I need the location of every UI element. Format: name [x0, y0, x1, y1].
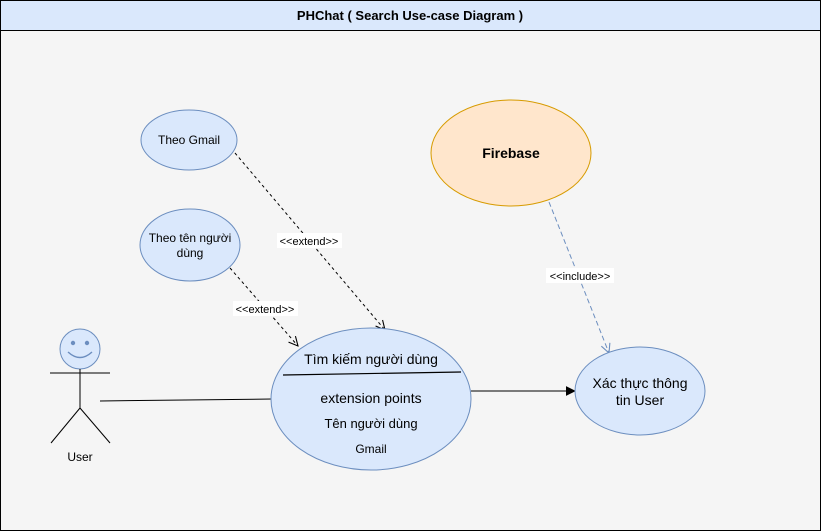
usecase-auth[interactable] — [574, 346, 706, 436]
include-auth-label-bg — [546, 268, 614, 283]
usecase-username-label-line2: dùng — [177, 246, 204, 260]
actor-user[interactable] — [50, 328, 111, 444]
extend-username-connector — [229, 267, 298, 346]
usecase-username-label-line1: Theo tên người — [149, 231, 232, 245]
usecase-search-divider — [282, 371, 462, 376]
actor-user-label: User — [67, 450, 92, 464]
actor-association-line — [99, 398, 273, 402]
usecase-gmail-label: Theo Gmail — [158, 133, 220, 147]
usecase-auth-label-line1: Xác thực thông — [593, 375, 688, 391]
usecase-username[interactable] — [139, 208, 241, 282]
usecase-auth-label-line2: tin User — [616, 392, 665, 408]
smiley-face-icon — [59, 328, 101, 370]
diagram-title: PHChat ( Search Use-case Diagram ) — [297, 8, 523, 23]
usecase-search[interactable] — [270, 327, 472, 471]
actor-left-leg — [50, 407, 81, 444]
diagram-header — [0, 0, 821, 31]
extend-username-label-bg — [233, 301, 298, 316]
include-auth-label: <<include>> — [550, 271, 611, 283]
extension-point-gmail: Gmail — [355, 442, 386, 456]
system-firebase[interactable] — [430, 99, 592, 207]
extension-points-heading: extension points — [320, 390, 421, 406]
system-firebase-label: Firebase — [482, 145, 540, 161]
extend-username-label: <<extend>> — [236, 304, 295, 316]
extend-gmail-label-bg — [277, 233, 342, 248]
usecase-search-title: Tìm kiếm người dùng — [304, 351, 438, 367]
extension-point-username: Tên người dùng — [324, 416, 417, 431]
actor-right-leg — [79, 407, 111, 444]
extend-gmail-label: <<extend>> — [280, 236, 339, 248]
usecase-gmail[interactable] — [140, 109, 238, 171]
